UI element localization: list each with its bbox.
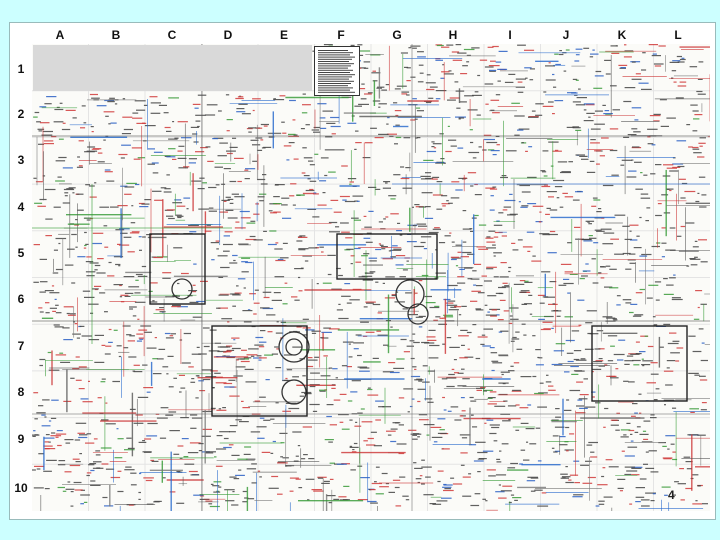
row-header-5: 5 — [17, 246, 25, 260]
column-header-i: I — [508, 28, 512, 42]
column-header-l: L — [674, 28, 682, 42]
row-header-1: 1 — [17, 62, 25, 76]
column-header-f: F — [337, 28, 345, 42]
column-header-h: H — [448, 28, 458, 42]
pathway-map-drawing — [32, 44, 710, 511]
column-header-j: J — [562, 28, 570, 42]
row-header-10: 10 — [14, 481, 28, 495]
row-header-4: 4 — [17, 200, 25, 214]
blank-region — [33, 45, 312, 91]
column-header-c: C — [167, 28, 177, 42]
page-number: 4 — [668, 488, 675, 502]
row-header-8: 8 — [17, 385, 25, 399]
row-header-9: 9 — [17, 432, 25, 446]
row-header-2: 2 — [17, 107, 25, 121]
metabolic-pathway-map — [32, 44, 710, 511]
column-header-b: B — [111, 28, 121, 42]
column-header-g: G — [392, 28, 402, 42]
column-header-d: D — [223, 28, 233, 42]
column-header-a: A — [55, 28, 65, 42]
row-header-7: 7 — [17, 339, 25, 353]
row-header-3: 3 — [17, 153, 25, 167]
legend-box — [314, 46, 360, 96]
legend-text-lines — [318, 50, 355, 93]
column-header-e: E — [279, 28, 288, 42]
column-header-k: K — [617, 28, 627, 42]
row-header-6: 6 — [17, 292, 25, 306]
